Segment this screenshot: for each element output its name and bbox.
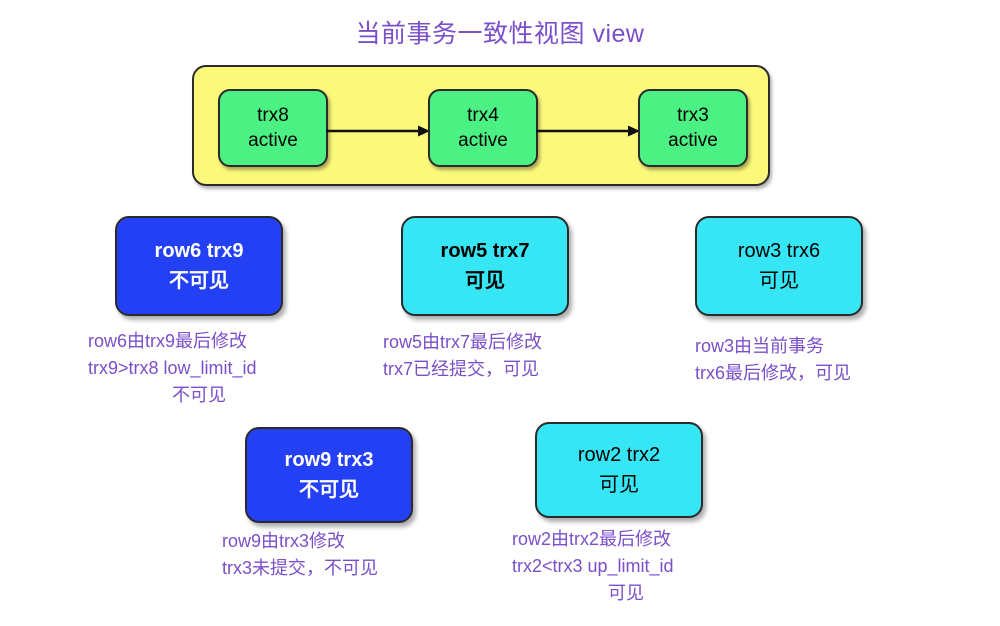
row-box-heading: row6 trx9 <box>154 240 244 262</box>
trx-node-state: active <box>668 130 718 151</box>
caption-line: trx2<trx3 up_limit_id <box>512 556 674 576</box>
caption-row5: row5由trx7最后修改 trx7已经提交，可见 <box>383 329 601 383</box>
trx-node-trx3: trx3 active <box>638 89 748 167</box>
caption-line: 可见 <box>608 583 644 603</box>
trx-node-state: active <box>248 130 298 151</box>
row-box-row3: row3 trx6 可见 <box>695 216 863 316</box>
trx-node-trx8: trx8 active <box>218 89 328 167</box>
trx-node-name: trx3 <box>677 105 709 126</box>
row-box-heading: row9 trx3 <box>284 449 374 471</box>
caption-line: trx9>trx8 low_limit_id <box>88 358 257 378</box>
page-title: 当前事务一致性视图 view <box>355 20 645 48</box>
row-box-heading: row3 trx6 <box>737 240 821 262</box>
caption-line: trx7已经提交，可见 <box>383 359 540 379</box>
row-box-heading: row5 trx7 <box>440 240 530 262</box>
row-box-visibility: 可见 <box>759 270 799 292</box>
arrow-trx4-to-trx3 <box>536 125 640 137</box>
caption-line: 不可见 <box>172 385 226 405</box>
row-box-visibility: 不可见 <box>299 479 359 501</box>
row-box-visibility: 不可见 <box>169 270 229 292</box>
arrow-trx8-to-trx4 <box>326 125 430 137</box>
row-box-visibility: 可见 <box>465 270 505 292</box>
caption-line: row5由trx7最后修改 <box>383 332 543 352</box>
active-transaction-group: trx8 active trx4 active trx3 active <box>192 65 770 186</box>
caption-line: row9由trx3修改 <box>222 531 346 551</box>
trx-node-name: trx8 <box>257 105 289 126</box>
row-box-row2: row2 trx2 可见 <box>535 422 703 518</box>
caption-line: trx6最后修改，可见 <box>695 363 852 383</box>
trx-node-trx4: trx4 active <box>428 89 538 167</box>
row-box-row6: row6 trx9 不可见 <box>115 216 283 316</box>
caption-row6: row6由trx9最后修改 trx9>trx8 low_limit_id 不可见 <box>88 328 310 409</box>
row-box-row9: row9 trx3 不可见 <box>245 427 413 523</box>
caption-row9: row9由trx3修改 trx3未提交，不可见 <box>222 528 444 582</box>
caption-row3: row3由当前事务 trx6最后修改，可见 <box>695 333 910 387</box>
row-box-visibility: 可见 <box>599 474 639 496</box>
caption-line: trx3未提交，不可见 <box>222 558 379 578</box>
caption-row2: row2由trx2最后修改 trx2<trx3 up_limit_id 可见 <box>512 526 740 607</box>
caption-line: row6由trx9最后修改 <box>88 331 248 351</box>
caption-line: row3由当前事务 <box>695 336 825 356</box>
caption-line: row2由trx2最后修改 <box>512 529 672 549</box>
row-box-heading: row2 trx2 <box>577 444 661 466</box>
row-box-row5: row5 trx7 可见 <box>401 216 569 316</box>
trx-node-state: active <box>458 130 508 151</box>
trx-node-name: trx4 <box>467 105 499 126</box>
